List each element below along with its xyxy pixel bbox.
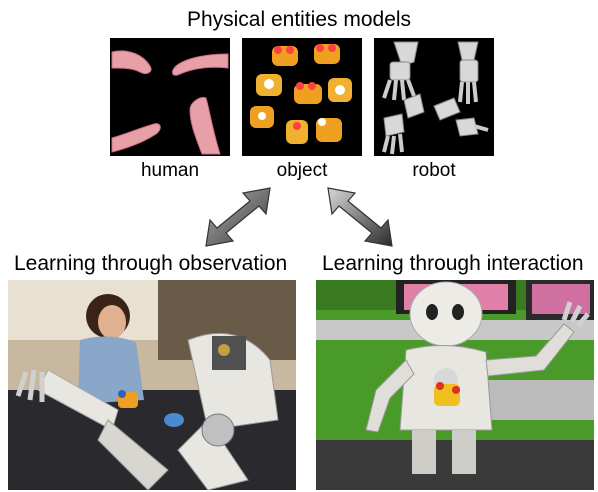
interaction-photo [316,280,594,490]
observation-heading: Learning through observation [14,252,288,275]
object-model-image [242,38,362,156]
robot-caption: robot [412,160,456,181]
observation-photo [8,280,296,490]
double-arrow-icon [322,186,398,255]
object-caption: object [276,160,328,181]
robot-model-image [374,38,494,156]
human-caption: human [140,160,200,181]
double-arrow-icon [200,186,276,255]
interaction-heading: Learning through interaction [322,252,584,275]
human-model-image [110,38,230,156]
diagram-title: Physical entities models [186,8,412,31]
